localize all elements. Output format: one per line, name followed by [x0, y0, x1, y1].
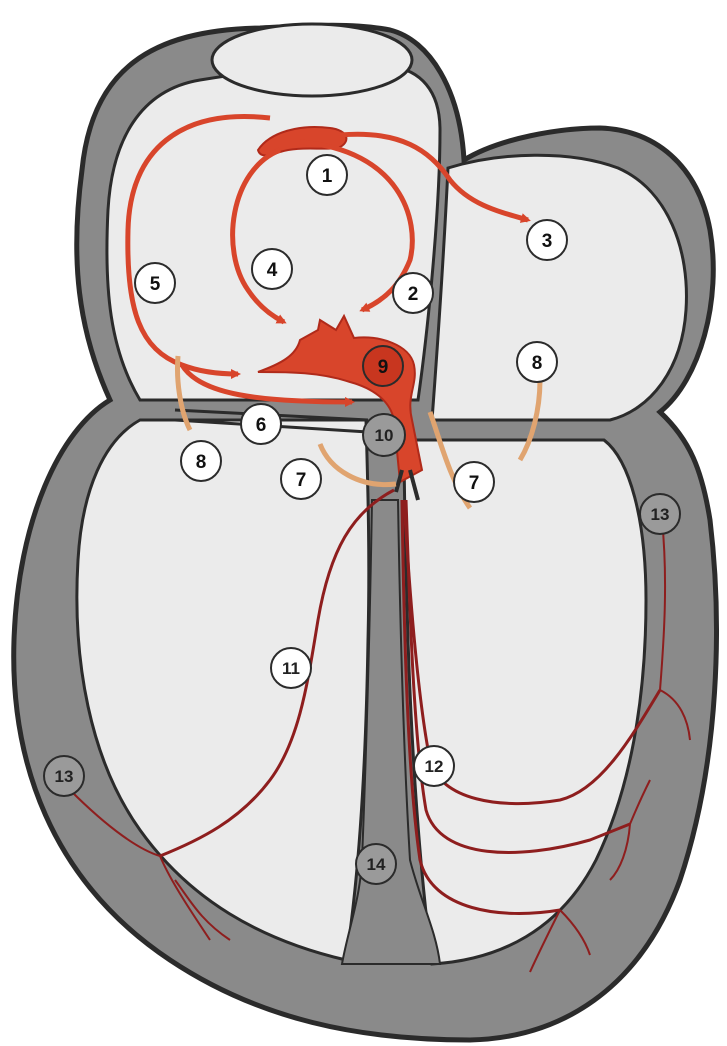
label-4: 4	[252, 249, 292, 289]
label-8-left-text: 8	[196, 452, 207, 473]
label-12: 12	[414, 746, 454, 786]
label-1-text: 1	[322, 166, 333, 187]
label-3-text: 3	[542, 231, 553, 252]
label-7-right: 7	[454, 462, 494, 502]
label-7-left-text: 7	[296, 470, 307, 491]
label-2: 2	[393, 273, 433, 313]
label-5-text: 5	[150, 274, 161, 295]
label-13-left-text: 13	[55, 767, 74, 786]
label-8-left: 8	[181, 441, 221, 481]
label-13-right-text: 13	[651, 505, 670, 524]
label-1: 1	[307, 155, 347, 195]
label-11-text: 11	[282, 659, 300, 678]
label-9: 9	[363, 346, 403, 386]
label-8-right-text: 8	[532, 353, 543, 374]
label-14: 14	[356, 844, 396, 884]
label-13-left: 13	[44, 756, 84, 796]
label-7-right-text: 7	[469, 473, 480, 494]
label-7-left: 7	[281, 459, 321, 499]
label-9-text: 9	[378, 357, 389, 378]
label-6: 6	[241, 404, 281, 444]
label-12-text: 12	[425, 757, 444, 776]
label-10-text: 10	[375, 426, 394, 445]
label-10: 10	[363, 414, 405, 456]
label-3: 3	[527, 220, 567, 260]
left-atrium-chamber	[432, 155, 686, 420]
label-2-text: 2	[408, 284, 419, 305]
superior-vena-cava	[212, 24, 412, 96]
label-6-text: 6	[256, 415, 267, 436]
label-14-text: 14	[367, 855, 386, 874]
label-4-text: 4	[267, 260, 278, 281]
label-5: 5	[135, 263, 175, 303]
label-13-right: 13	[640, 494, 680, 534]
label-8-right: 8	[517, 342, 557, 382]
label-11: 11	[271, 648, 311, 688]
